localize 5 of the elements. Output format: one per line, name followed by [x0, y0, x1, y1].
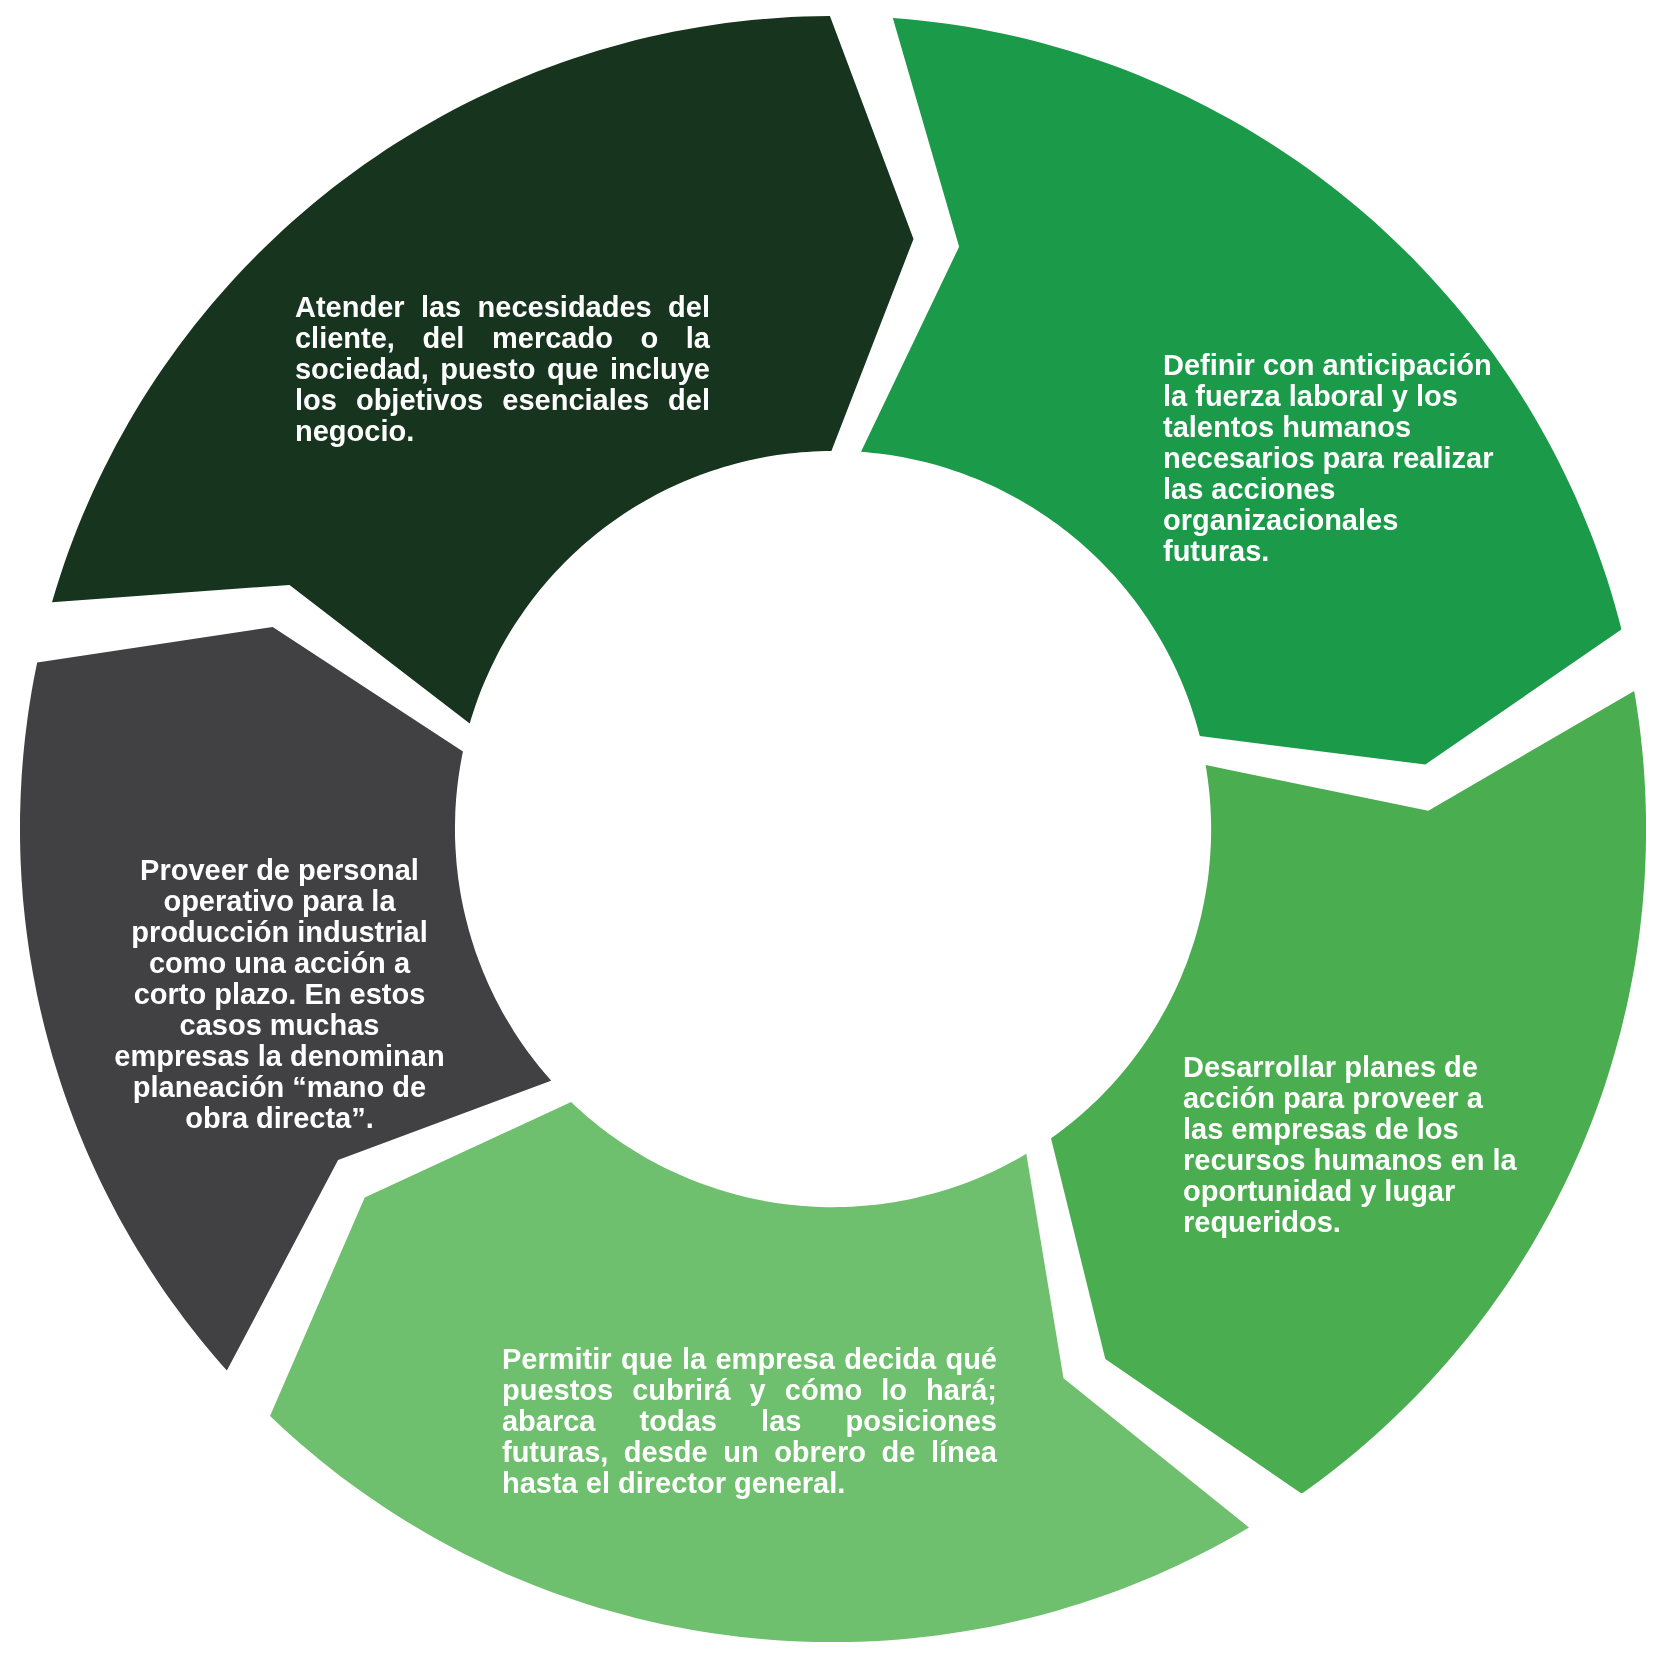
- segment-text: Atender las necesidades del cliente, del mercado o la sociedad, puesto que incluye los objetivos esenciales del negocio.: [295, 292, 710, 447]
- segment-text: Definir con anticipación la fuerza laboral y los talentos humanos necesarios para realizar las acciones organizacionales futuras.: [1163, 350, 1495, 567]
- segment-text: Proveer de personal operativo para la producción industrial como una acción a corto plazo. En estos casos muchas empresas la denominan planeación “mano de obra directa”.: [113, 855, 446, 1134]
- segment-text: Permitir que la empresa decida qué puestos cubrirá y cómo lo hará; abarca todas las posiciones futuras, desde un obrero de línea hasta el director general.: [502, 1344, 997, 1499]
- segment-text: Desarrollar planes de acción para proveer a las empresas de los recursos humanos en la oportunidad y lugar requeridos.: [1183, 1052, 1518, 1238]
